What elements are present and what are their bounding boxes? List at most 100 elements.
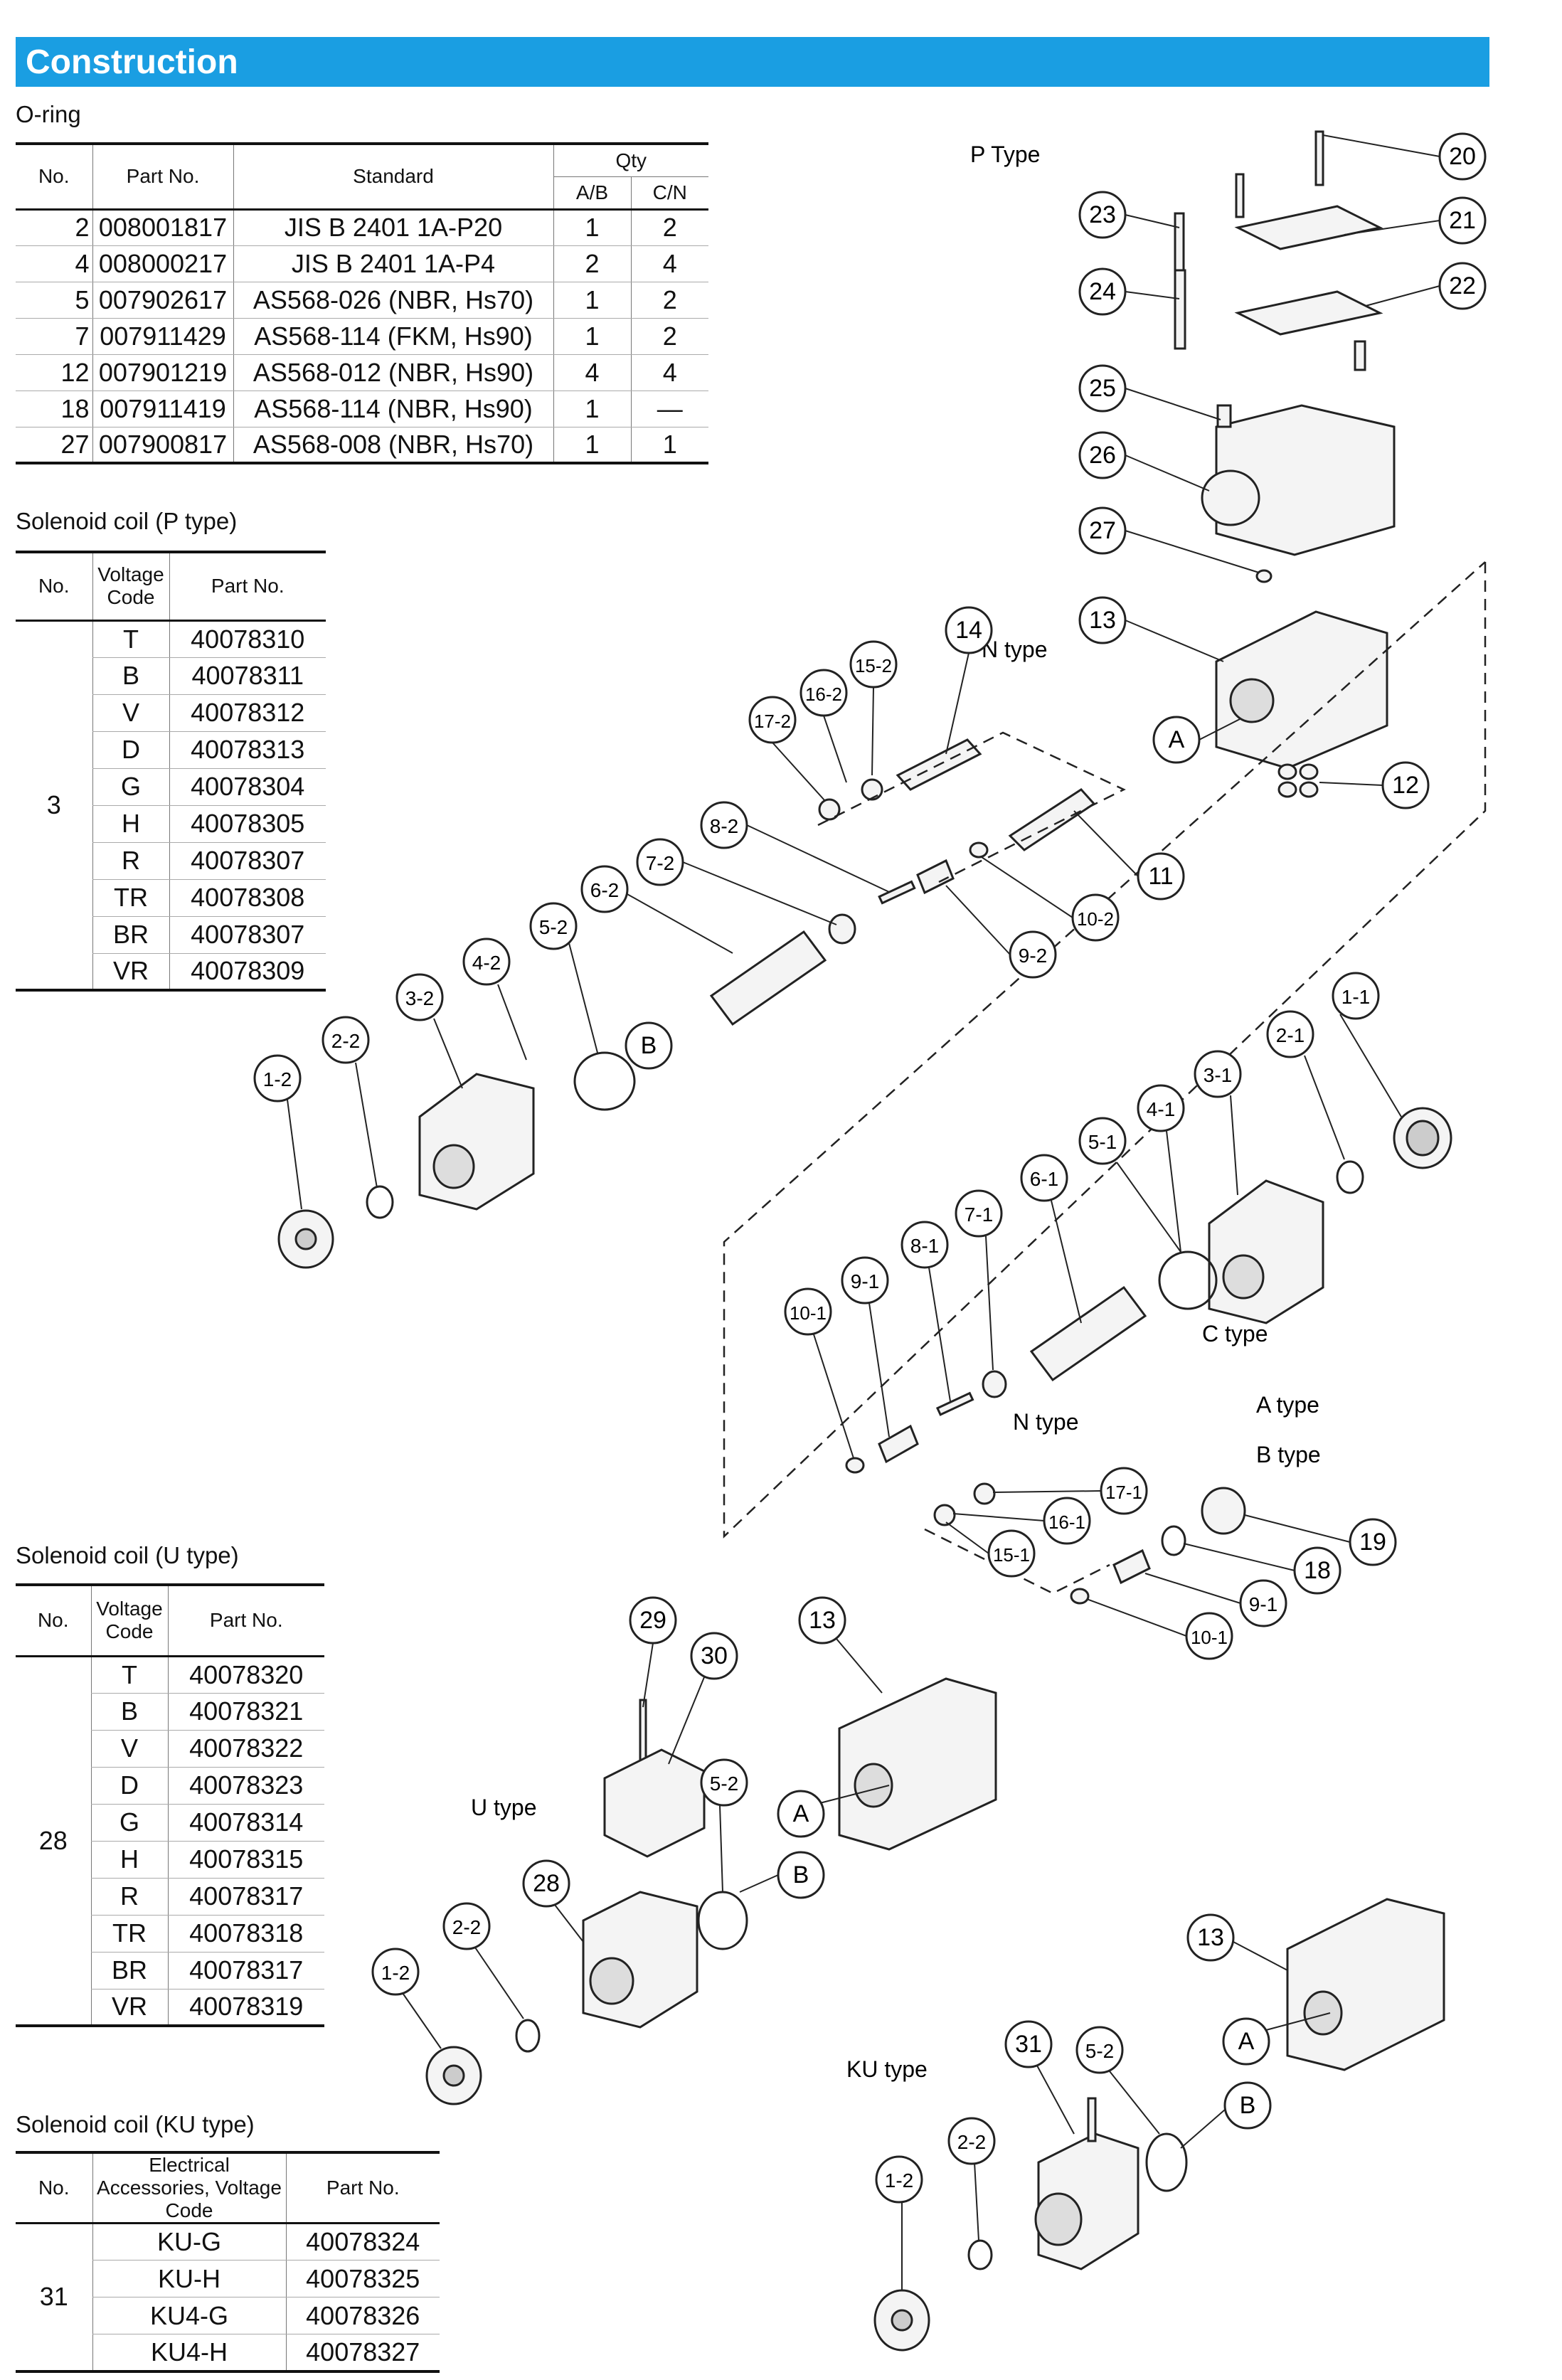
leader-line [1109,2071,1160,2135]
coil-p-code: H [92,805,169,843]
leader-line [1244,1514,1351,1543]
oring-5-2-ku [1145,2132,1188,2192]
oring-ab: 1 [553,318,631,355]
coil-p-title: Solenoid coil (P type) [16,508,238,534]
callout-number: 9-1 [851,1270,879,1292]
callout-bubble: A [777,1790,825,1838]
callout-number: 3-2 [405,987,434,1009]
coil-u-part: 40078320 [167,1656,324,1694]
leader-line [433,1018,463,1089]
callout-number: 16-1 [1048,1512,1085,1533]
nut-1-2-u-bore [442,2064,465,2087]
leader-line [682,861,837,925]
callout-number: 27 [1089,517,1116,544]
callout-bubble: 7-1 [955,1189,1003,1238]
callout-bubble: 8-2 [700,801,748,849]
leader-line [868,1302,890,1438]
callout-number: 28 [533,1870,560,1897]
callout-bubble: 18 [1293,1546,1341,1595]
connector-30 [603,1748,706,1858]
leader-line [287,1099,302,1210]
oring-standard: JIS B 2401 1A-P20 [233,209,553,246]
oring-cn: 1 [630,427,708,464]
oring-no: 12 [16,354,92,391]
leader-line [945,1521,989,1554]
callout-bubble: 7-2 [636,838,684,886]
callout-bubble: 5-2 [1075,2026,1124,2074]
coil-p-part: 40078307 [169,842,326,880]
nut-1-2-ku-bore [891,2309,913,2332]
section-title: Construction [26,43,238,81]
oring-12b [1299,763,1319,780]
oring-ab: 4 [553,354,631,391]
callout-bubble: 4-1 [1137,1084,1185,1132]
leader-line [1166,1130,1181,1253]
callout-bubble: 8-1 [900,1221,949,1269]
leader-line [992,1490,1102,1493]
coil-p-3-2 [418,1073,535,1211]
coil-u-part: 40078317 [167,1878,324,1916]
callout-number: 25 [1089,375,1116,402]
coil-u-part: 40078318 [167,1915,324,1953]
callout-number: B [1240,2092,1256,2119]
coil-p-header-no: No. [16,551,92,622]
coil-ku-header-part: Part No. [285,2151,440,2224]
oring-standard: AS568-026 (NBR, Hs70) [233,282,553,319]
coil-ku-header-acc: Electrical Accessories, Voltage Code [92,2151,286,2224]
coil-u-part: 40078319 [167,1989,324,2027]
callout-bubble: 10-1 [1185,1612,1233,1660]
callout-bubble: A [1222,2017,1270,2066]
callout-number: A [1238,2028,1255,2055]
coil-p-no: 3 [16,620,92,992]
callout-number: 19 [1359,1529,1386,1556]
callout-number: 13 [1089,607,1116,634]
callout-number: 15-2 [855,655,892,676]
callout-number: 2-1 [1276,1024,1305,1046]
type-label: U type [471,1795,536,1820]
callout-bubble: 3-1 [1194,1050,1242,1098]
callout-number: 30 [701,1642,728,1669]
oring-ab: 1 [553,282,631,319]
callout-number: 5-2 [710,1773,738,1795]
oring-12c [1277,781,1297,798]
main-body-13-top [1215,610,1388,770]
callout-number: 10-1 [790,1302,827,1324]
callout-bubble: B [1223,2081,1272,2130]
callout-bubble: 1-2 [875,2155,923,2204]
type-label: N type [982,637,1047,662]
oring-cn: 2 [630,282,708,319]
leader-line [974,2162,979,2241]
leader-line [668,1677,705,1765]
callout-bubble: 14 [945,606,993,654]
oring-cn: 2 [630,209,708,246]
coil-u-code: H [90,1841,168,1879]
callout-number: 21 [1449,207,1476,234]
callout-number: 17-2 [754,711,791,732]
coil-ku-terminal [1087,2097,1097,2142]
coil-ku-title: Solenoid coil (KU type) [16,2111,255,2137]
coil-c-bore [1222,1254,1265,1300]
coil-u-code: V [90,1730,168,1768]
callout-bubble: 2-2 [322,1016,370,1064]
oring-no: 7 [16,318,92,355]
callout-number: B [641,1032,657,1059]
callout-number: 8-2 [710,815,738,837]
leader-line [952,1513,1045,1521]
leader-line [1339,1014,1402,1117]
coil-p-part: 40078310 [169,620,326,658]
leader-line [1073,810,1139,877]
oring-5-2 [573,1051,636,1111]
coil-p-code: TR [92,879,169,917]
dashed-frame-n-lower [924,1528,1110,1595]
callout-bubble: 10-1 [784,1287,832,1336]
oring-12a [1277,763,1297,780]
callout-bubble: 1-2 [253,1054,302,1103]
coil-p-part: 40078313 [169,731,326,769]
